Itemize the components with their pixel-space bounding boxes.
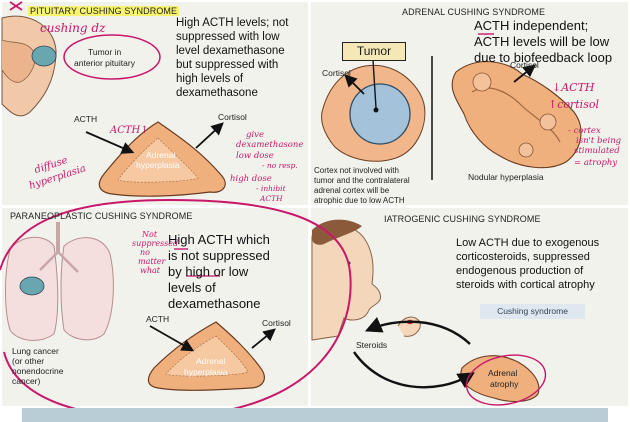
paraneoplastic-cortisol-label: Cortisol: [262, 318, 291, 328]
handwritten-give-5: high dose: [230, 174, 272, 184]
handwritten-give-2: dexamethasone: [236, 140, 303, 150]
adrenal-cortisol-right: Cortisol: [510, 60, 539, 70]
tumor-label-box: Tumor: [342, 42, 406, 61]
lung-label-line-3: nonendocrine: [12, 366, 64, 376]
handwritten-not-suppressed-1: Not: [142, 230, 157, 239]
iatrogenic-desc-line-3: endogenous production of: [456, 264, 583, 278]
cushing-syndrome-box: Cushing syndrome: [480, 304, 585, 319]
adrenal-cortisol-left: Cortisol: [322, 68, 351, 78]
iatrogenic-desc-line-2: corticosteroids, suppressed: [456, 250, 590, 264]
paraneoplastic-desc-line-2: is not suppressed: [168, 248, 270, 264]
atrophy-label-2: atrophy: [490, 379, 518, 389]
pituitary-cortisol-label: Cortisol: [218, 112, 247, 122]
adrenal-desc-line-1: ACTH independent;: [474, 18, 588, 34]
handwritten-cortex-3: stimulated: [574, 146, 620, 156]
pituitary-desc-line-6: dexamethasone: [176, 86, 258, 100]
paraneoplastic-title: PARANEOPLASTIC CUSHING SYNDROME: [10, 211, 192, 221]
paraneoplastic-desc-line-5: dexamethasone: [168, 296, 261, 312]
tumor-annotation-circle: [64, 35, 160, 79]
adrenal-desc-line-3: due to biofeedback loop: [474, 50, 612, 66]
handwritten-give-4: - no resp.: [262, 161, 298, 170]
corner-x-mark: [10, 2, 22, 10]
pituitary-title: PITUITARY CUSHING SYNDROME: [28, 6, 179, 16]
adrenal-title: ADRENAL CUSHING SYNDROME: [402, 7, 545, 17]
iatrogenic-desc-line-1: Low ACTH due to exogenous: [456, 236, 599, 250]
paraneoplastic-desc-line-1: High ACTH which: [168, 232, 270, 248]
cortex-note-line-2: tumor and the contralateral: [314, 176, 410, 186]
handwritten-not-suppressed-3: no: [140, 248, 150, 257]
adrenal-tumor-gland: [322, 65, 425, 161]
handwritten-give-6: - inhibit: [256, 184, 286, 193]
pituitary-tumor-label-1: Tumor in: [88, 47, 121, 57]
steroids-label: Steroids: [356, 340, 387, 350]
pituitary-desc-line-4: but suppressed with: [176, 58, 278, 72]
handwritten-give-3: low dose: [236, 151, 274, 161]
pituitary-tumor-label-2: anterior pituitary: [74, 58, 135, 68]
paraneoplastic-acth-label: ACTH: [146, 314, 169, 324]
handwritten-not-suppressed-2: suppressed: [132, 239, 178, 248]
handwritten-give-1: give: [246, 130, 264, 140]
handwritten-acth-up: ACTH↑: [110, 125, 149, 136]
handwritten-not-suppressed-5: what: [140, 266, 160, 275]
lung-label-line-4: cancer): [12, 376, 40, 386]
paraneoplastic-desc-line-3: by high or low: [168, 264, 248, 280]
handwritten-give-7: ACTH: [260, 194, 283, 203]
nodular-hyperplasia-label: Nodular hyperplasia: [468, 172, 544, 182]
iatrogenic-desc-line-4: steroids with cortical atrophy: [456, 278, 595, 292]
footer-bar: [22, 408, 608, 422]
pituitary-desc-line-1: High ACTH levels; not: [176, 16, 289, 30]
lung-label-line-2: (or other: [12, 356, 44, 366]
nodular-hyperplasia-gland: [452, 62, 581, 168]
handwritten-cortisol-up: ↑cortisol: [548, 98, 599, 111]
pituitary-desc-line-2: suppressed with low: [176, 30, 280, 44]
paraneoplastic-gland-label-1: Adrenal: [196, 356, 225, 366]
pituitary-desc-line-5: high levels of: [176, 72, 243, 86]
handwritten-cushing-dz: cushing dz: [40, 21, 105, 35]
handwritten-cortex-2: isn't being: [576, 136, 621, 146]
pituitary-desc-line-3: level dexamethasone: [176, 44, 285, 58]
cortex-note-line-3: adrenal cortex will be: [314, 186, 389, 196]
pituitary-gland-label-1: Adrenal: [146, 150, 175, 160]
handwritten-cortex-1: - cortex: [568, 126, 601, 136]
cortex-note-line-4: atrophic due to low ACTH: [314, 196, 405, 206]
lungs-illustration: [6, 222, 114, 340]
handwritten-not-suppressed-4: matter: [138, 257, 165, 266]
iatrogenic-title: IATROGENIC CUSHING SYNDROME: [384, 214, 541, 224]
pituitary-gland-label-2: hyperplasia: [136, 160, 179, 170]
paraneoplastic-gland-label-2: hyperplasia: [184, 367, 227, 377]
pituitary-acth-label: ACTH: [74, 114, 97, 124]
handwritten-acth-down: ↓ACTH: [552, 81, 595, 94]
cortex-note-line-1: Cortex not involved with: [314, 166, 399, 176]
atrophy-label-1: Adrenal: [488, 368, 517, 378]
paraneoplastic-desc-line-4: levels of: [168, 280, 216, 296]
adrenal-desc-line-2: ACTH levels will be low: [474, 34, 609, 50]
lung-label-line-1: Lung cancer: [12, 346, 59, 356]
handwritten-cortex-4: = atrophy: [574, 158, 617, 168]
